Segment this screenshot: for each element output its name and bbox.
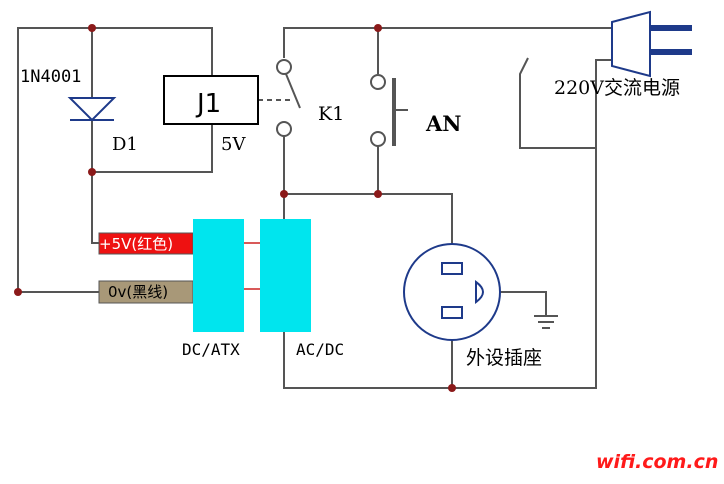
- relay-coil-label: J1: [195, 89, 221, 119]
- button-label: AN: [425, 111, 462, 136]
- earth-wire: [482, 291, 547, 316]
- diode-part-label: 1N4001: [20, 67, 81, 87]
- junction-nodes: [14, 24, 456, 392]
- dc-atx-block: [193, 219, 244, 332]
- peripheral-outlet: 外设插座: [403, 243, 542, 369]
- diode-symbol: [67, 97, 117, 122]
- plug-lower-wire: [519, 57, 596, 149]
- an-bottom-terminal: [370, 131, 386, 147]
- junction-node: [88, 24, 96, 32]
- left-ground-rail: [17, 27, 92, 292]
- an-top-terminal: [370, 74, 386, 90]
- push-button-an: AN: [370, 74, 462, 147]
- power-plug-label: 220V交流电源: [554, 77, 680, 99]
- k1-bottom-terminal: [276, 121, 292, 137]
- dc-atx-label: DC/ATX: [182, 340, 240, 359]
- ac-dc-module: AC/DC: [260, 219, 344, 359]
- relay-contact-k1: K1: [276, 59, 344, 137]
- earth-ground-icon: [534, 315, 558, 329]
- outlet-slot-bottom: [441, 306, 463, 319]
- diode-ref-label: D1: [112, 134, 138, 155]
- junction-node: [280, 190, 288, 198]
- k1-top-terminal: [276, 59, 292, 75]
- plus5v-wire: [91, 172, 100, 244]
- diode-d1: 1N4001 D1: [20, 67, 138, 155]
- outlet-earth-slot: [475, 280, 484, 304]
- junction-node: [374, 190, 382, 198]
- outlet-slot-top: [441, 262, 463, 275]
- wires: [17, 27, 612, 389]
- dc-atx-module: DC/ATX: [182, 219, 244, 359]
- junction-node: [14, 288, 22, 296]
- k1-blade: [285, 73, 301, 109]
- relay-contact-label: K1: [318, 103, 344, 125]
- relay-coil-bottom-wire: [92, 124, 213, 173]
- neutral-rail: [283, 59, 612, 389]
- plus5v-tag: +5V(红色): [98, 232, 194, 255]
- zero-v-label: 0v(黑线): [108, 283, 168, 301]
- relay-coil: J1 5V: [163, 75, 259, 155]
- mains-top-rail: [283, 27, 612, 58]
- ac-dc-label: AC/DC: [296, 340, 344, 359]
- relay-voltage-label: 5V: [221, 134, 246, 155]
- plug-body: [611, 10, 651, 78]
- junction-node: [448, 384, 456, 392]
- ac-dc-block: [260, 219, 311, 332]
- relay-box: [163, 75, 259, 125]
- relay-coil-top-wire: [92, 27, 213, 76]
- junction-node: [88, 168, 96, 176]
- outlet-label: 外设插座: [466, 347, 542, 369]
- junction-node: [374, 24, 382, 32]
- power-plug: 220V交流电源: [554, 10, 692, 99]
- zero-v-tag: 0v(黑线): [98, 280, 194, 304]
- outlet-face: [403, 243, 501, 341]
- plus5v-label: +5V(红色): [99, 235, 173, 253]
- watermark: wifi.com.cn: [596, 451, 718, 473]
